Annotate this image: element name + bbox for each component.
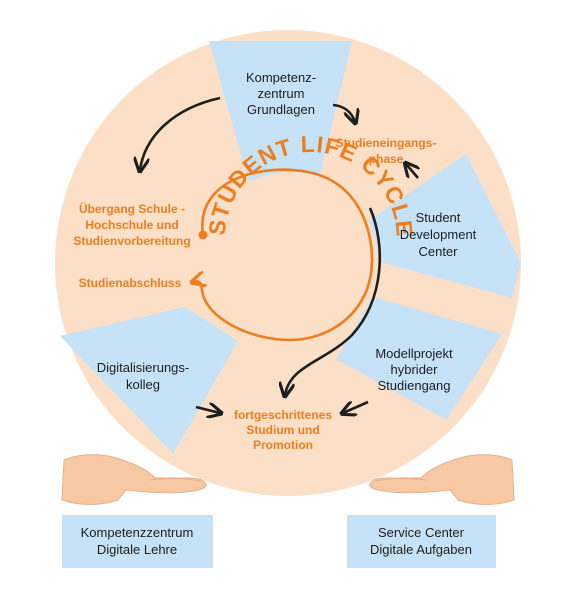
box-service-center — [347, 515, 496, 568]
phase-label-studienabschluss: Studienabschluss — [79, 276, 182, 290]
inner-core — [202, 172, 378, 348]
right-hand — [369, 454, 515, 505]
segment-student-development-center — [368, 154, 521, 298]
cycle-inner-arc — [193, 168, 374, 342]
segment-digitalisierungskolleg — [60, 307, 238, 454]
arrow-grundlagen-to-eingang — [332, 103, 355, 122]
arrow-digitalisierung-to-fortgeschritten — [195, 407, 220, 413]
box-kompetenzzentrum-digitale-lehre — [62, 515, 213, 568]
segment-kompetenzzentrum-grundlagen — [209, 41, 352, 183]
phase-label-studieneingangsphase: Studieneingangs-phase — [336, 136, 437, 166]
arrow-cycle-outer — [285, 207, 382, 395]
arrow-sdc-to-eingang — [406, 164, 418, 179]
arrow-modellprojekt-to-fortgeschritten — [343, 400, 369, 413]
left-hand — [61, 454, 207, 505]
arrow-grundlagen-to-uebergang — [140, 96, 221, 170]
segment-label-digitalisierungskolleg: Digitalisierungs-kolleg — [97, 360, 189, 392]
segment-modellprojekt — [336, 297, 502, 420]
